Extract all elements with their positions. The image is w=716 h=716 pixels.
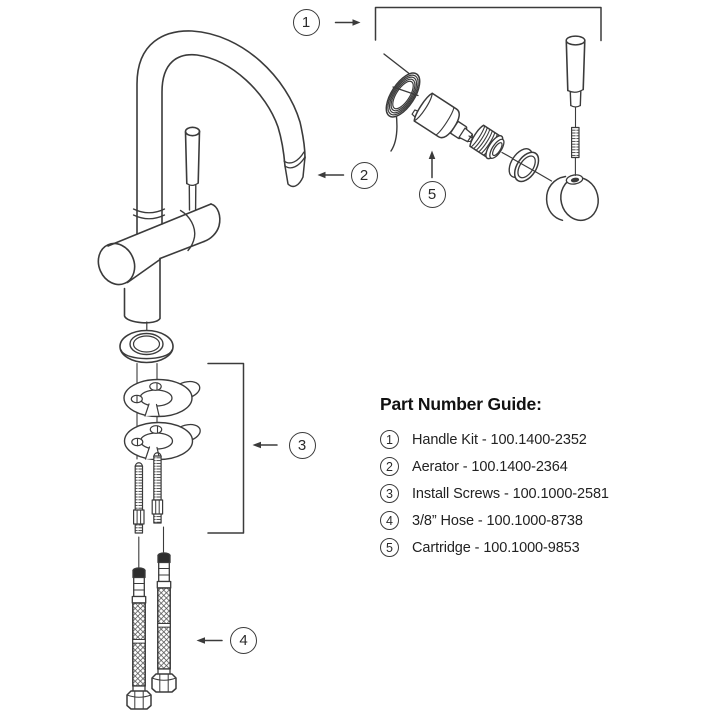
legend-item-text: Handle Kit - 100.1400-2352	[412, 431, 587, 448]
callout-1: 1	[292, 9, 320, 36]
callout-bracket-1	[374, 6, 602, 42]
callout-5: 5	[418, 180, 446, 208]
threaded-ring	[385, 72, 421, 118]
handle-dome-cap	[545, 174, 599, 222]
callout-arrow-5	[428, 150, 436, 179]
curved-leader-line	[390, 111, 398, 152]
legend-item-number: 2	[380, 457, 399, 476]
supply-hoses	[126, 552, 177, 710]
legend-item: 4 3/8” Hose - 100.1000-8738	[380, 507, 610, 534]
part-number-guide: Part Number Guide: 1 Handle Kit - 100.14…	[380, 394, 610, 561]
callout-arrow-1	[334, 19, 361, 26]
hose-alignment-lines	[138, 526, 165, 568]
legend-item-number: 5	[380, 538, 399, 557]
legend-item-text: Install Screws - 100.1000-2581	[412, 485, 609, 502]
callout-arrow-2	[317, 171, 345, 179]
axis-segment-e	[535, 171, 553, 182]
crescent-washer-top	[123, 378, 201, 418]
escutcheon-ring	[119, 329, 174, 364]
legend-item-number: 1	[380, 430, 399, 449]
faucet-drawing	[97, 30, 306, 340]
callout-4: 4	[230, 627, 257, 654]
set-screw	[570, 126, 580, 159]
hose-right	[151, 552, 177, 693]
gooseneck-spout	[132, 30, 306, 235]
faucet-handle-lever	[184, 126, 201, 211]
legend-rows: 1 Handle Kit - 100.1400-2352 2 Aerator -…	[380, 426, 610, 561]
handle-kit-exploded	[383, 35, 599, 222]
legend-title: Part Number Guide:	[380, 394, 542, 414]
mounting-washers	[123, 378, 201, 461]
legend-item-text: Cartridge - 100.1000-9853	[412, 539, 580, 556]
legend-item: 3 Install Screws - 100.1000-2581	[380, 480, 610, 507]
legend-item-number: 4	[380, 511, 399, 530]
legend-item-text: Aerator - 100.1400-2364	[412, 458, 568, 475]
callout-2: 2	[350, 161, 378, 189]
handle-lever-pin	[565, 35, 586, 177]
callout-arrow-4	[196, 637, 223, 644]
threaded-collar	[469, 124, 505, 160]
axis-segment-d	[501, 151, 513, 159]
legend-item: 1 Handle Kit - 100.1400-2352	[380, 426, 610, 453]
callout-arrow-3	[252, 441, 278, 449]
faucet-body	[97, 203, 221, 340]
callout-bracket-3	[207, 362, 245, 534]
stud-left	[133, 462, 145, 534]
cartridge	[411, 92, 474, 143]
crescent-washer-bottom	[123, 421, 201, 461]
nut-axis-line	[512, 158, 537, 173]
stud-right	[151, 452, 164, 524]
callout-3: 3	[288, 431, 316, 459]
legend-item: 2 Aerator - 100.1400-2364	[380, 453, 610, 480]
legend-item-number: 3	[380, 484, 399, 503]
legend-item-text: 3/8” Hose - 100.1000-8738	[412, 512, 583, 529]
install-screw-studs	[133, 452, 164, 534]
hose-left	[126, 567, 152, 710]
callout-arrows	[196, 19, 436, 644]
ring-axis-line	[392, 86, 419, 97]
legend-item: 5 Cartridge - 100.1000-9853	[380, 534, 610, 561]
axis-leader-line	[383, 53, 412, 76]
